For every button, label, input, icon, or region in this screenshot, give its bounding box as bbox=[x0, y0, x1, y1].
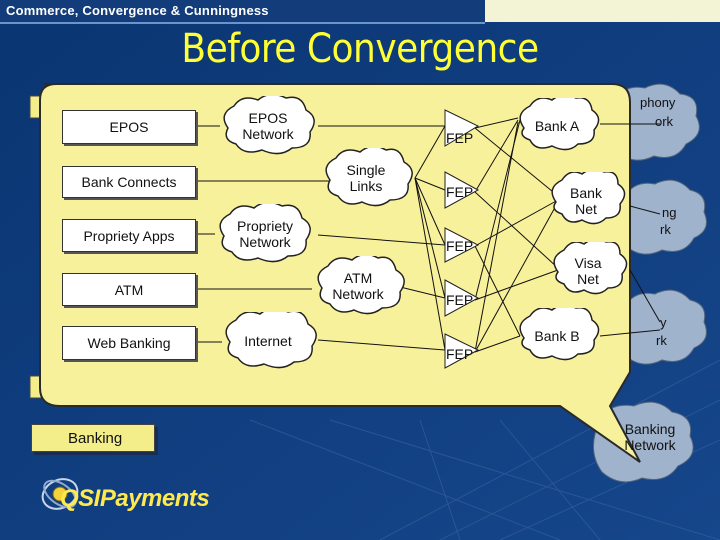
epos-network-label: EPOS Network bbox=[242, 110, 294, 142]
telephony-network-label-fragment: phony bbox=[640, 95, 676, 110]
internet-label: Internet bbox=[244, 333, 292, 349]
slide-title: Before Convergence bbox=[181, 26, 539, 72]
propriety-network-cloud: Propriety Network bbox=[210, 204, 320, 264]
atm-network-label: ATM Network bbox=[332, 270, 384, 302]
bank-a-label: Bank A bbox=[534, 118, 580, 134]
header-bar: Commerce, Convergence & Cunningness bbox=[0, 0, 485, 24]
web-banking-box: Web Banking bbox=[62, 326, 196, 360]
fep-label-5: FEP bbox=[446, 346, 474, 362]
bank-a-cloud: Bank A bbox=[512, 98, 602, 154]
header-right-panel bbox=[485, 0, 720, 22]
banking-network-cloud: Banking Network bbox=[600, 408, 700, 466]
single-links-label: Single Links bbox=[346, 162, 386, 194]
banking-network-label: Banking Network bbox=[624, 421, 676, 453]
propriety-apps-box: Propriety Apps bbox=[62, 219, 196, 252]
fep-label-1: FEP bbox=[446, 130, 474, 146]
atm-network-cloud: ATM Network bbox=[308, 256, 408, 316]
network-label-fragment-4: rk bbox=[656, 333, 667, 348]
epos-box: EPOS bbox=[62, 110, 196, 144]
fep-label-3: FEP bbox=[446, 238, 474, 254]
single-links-cloud: Single Links bbox=[316, 148, 416, 208]
bank-net-label: Bank Net bbox=[570, 185, 602, 217]
atm-box: ATM bbox=[62, 273, 196, 306]
visa-net-cloud: Visa Net bbox=[546, 242, 630, 300]
fep-label-4: FEP bbox=[446, 292, 474, 308]
fep-label-2: FEP bbox=[446, 184, 474, 200]
epos-network-cloud: EPOS Network bbox=[214, 96, 322, 156]
telephony-network-label-fragment-2: ork bbox=[655, 114, 674, 129]
bank-connects-box: Bank Connects bbox=[62, 166, 196, 198]
qsi-logo-icon bbox=[41, 478, 79, 510]
network-label-fragment-1: ng bbox=[662, 205, 677, 220]
header-title: Commerce, Convergence & Cunningness bbox=[6, 3, 269, 18]
bank-b-label: Bank B bbox=[534, 328, 580, 344]
logo-text: QSIPayments bbox=[60, 485, 210, 512]
visa-net-label: Visa Net bbox=[574, 255, 602, 287]
bank-net-cloud: Bank Net bbox=[544, 172, 628, 230]
internet-cloud: Internet bbox=[216, 312, 320, 370]
network-label-fragment-2: rk bbox=[660, 222, 671, 237]
banking-bar: Banking bbox=[31, 424, 155, 452]
bank-b-cloud: Bank B bbox=[512, 308, 602, 364]
network-label-fragment-3: y bbox=[660, 315, 667, 330]
propriety-network-label: Propriety Network bbox=[236, 218, 294, 250]
